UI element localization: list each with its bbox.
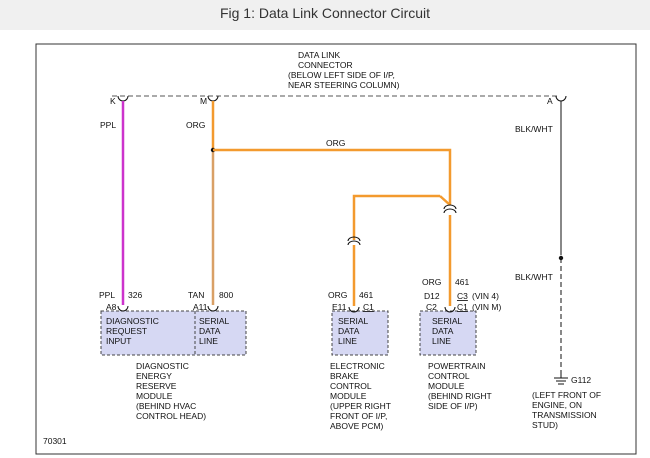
- m3-desc-5: SIDE OF I/P): [428, 401, 478, 411]
- m3-terminal-2: DATA: [432, 326, 454, 336]
- m3-connector-bottom-note: (VIN M): [472, 302, 501, 312]
- derm-module-box: [100, 310, 247, 356]
- m1-terminal-1: DIAGNOSTIC: [106, 316, 159, 326]
- figure-caption: Fig 1: Data Link Connector Circuit: [219, 5, 431, 21]
- org-top-label: ORG: [186, 120, 205, 130]
- m2-desc-5: (UPPER RIGHT: [330, 401, 391, 411]
- ground-desc-3: TRANSMISSION: [532, 410, 597, 420]
- m2-terminal-2: DATA: [338, 326, 360, 336]
- ground-label: G112: [571, 375, 591, 385]
- connector-title-1: DATA LINK: [298, 50, 341, 60]
- m2-desc-3: CONTROL: [330, 381, 372, 391]
- m3-desc-4: (BEHIND RIGHT: [428, 391, 492, 401]
- m1-circuit-label: 326: [128, 290, 142, 300]
- m1b-terminal-2: DATA: [199, 326, 221, 336]
- m2-desc-7: ABOVE PCM): [330, 421, 384, 431]
- connector-title-2: CONNECTOR: [298, 60, 353, 70]
- ground-desc-4: STUD): [532, 420, 558, 430]
- ppl-top-label: PPL: [100, 120, 116, 130]
- blk-wht-bottom-label: BLK/WHT: [515, 272, 553, 282]
- pin-m-label: M: [200, 96, 207, 106]
- inline-connector-pcm: [443, 204, 457, 214]
- ground-desc-1: (LEFT FRONT OF: [532, 390, 601, 400]
- m3-connector-top: C3: [457, 291, 468, 301]
- m1-desc-1: DIAGNOSTIC: [136, 361, 189, 371]
- m3-terminal-1: SERIAL: [432, 316, 463, 326]
- pin-m-terminal: [207, 95, 219, 102]
- org-ebcm-wire: [352, 194, 440, 240]
- m3-connector-top-note: (VIN 4): [472, 291, 499, 301]
- ground-splice-dot: [558, 255, 564, 261]
- m2-desc-1: ELECTRONIC: [330, 361, 385, 371]
- m3-circuit-label: 461: [455, 277, 469, 287]
- ground-symbol: [554, 370, 568, 385]
- m1-color-label: PPL: [99, 290, 115, 300]
- org-mid-label: ORG: [326, 138, 345, 148]
- inline-connector-ebcm: [347, 236, 361, 246]
- m2-desc-2: BRAKE: [330, 371, 359, 381]
- a11-terminal: [207, 305, 219, 312]
- m3-desc-1: POWERTRAIN: [428, 361, 485, 371]
- blk-wht-top-label: BLK/WHT: [515, 124, 553, 134]
- pin-k-label: K: [110, 96, 116, 106]
- m3-color-label: ORG: [422, 277, 441, 287]
- m2-color-label: ORG: [328, 290, 347, 300]
- m3-pin-bottom: C2: [426, 302, 437, 312]
- e11-terminal: [348, 306, 360, 313]
- m2-desc-4: MODULE: [330, 391, 367, 401]
- m1b-pin-label: A11: [193, 302, 208, 312]
- m1-terminal-3: INPUT: [106, 336, 132, 346]
- pcm-module-box: [419, 310, 477, 356]
- m1-desc-2: ENERGY: [136, 371, 172, 381]
- m1b-color-label: TAN: [188, 290, 204, 300]
- pin-k-terminal: [117, 95, 129, 102]
- a8-terminal: [117, 305, 129, 312]
- diagram-frame: [35, 43, 637, 455]
- m1-pin-label: A8: [106, 302, 117, 312]
- connector-title-3: (BELOW LEFT SIDE OF I/P,: [288, 70, 395, 80]
- m1-desc-4: MODULE: [136, 391, 173, 401]
- c2-terminal: [444, 306, 456, 313]
- ebcm-module-box: [331, 310, 389, 356]
- m3-desc-3: MODULE: [428, 381, 465, 391]
- m3-terminal-3: LINE: [432, 336, 451, 346]
- figure-id: 70301: [43, 436, 67, 446]
- m2-circuit-label: 461: [359, 290, 373, 300]
- m1b-terminal-3: LINE: [199, 336, 218, 346]
- m1-desc-5: (BEHIND HVAC: [136, 401, 196, 411]
- pin-a-label: A: [547, 96, 553, 106]
- connector-title-4: NEAR STEERING COLUMN): [288, 80, 400, 90]
- m1-terminal-2: REQUEST: [106, 326, 147, 336]
- pin-a-terminal: [555, 95, 567, 102]
- m3-connector-bottom: C1: [457, 302, 468, 312]
- m1b-terminal-1: SERIAL: [199, 316, 230, 326]
- m2-terminal-3: LINE: [338, 336, 357, 346]
- caption-bar: [0, 0, 650, 30]
- org-branch-wire: [213, 148, 452, 205]
- m2-connector-label: C1: [363, 302, 374, 312]
- ground-desc-2: ENGINE, ON: [532, 400, 582, 410]
- m1-desc-3: RESERVE: [136, 381, 177, 391]
- m2-desc-6: FRONT OF I/P,: [330, 411, 387, 421]
- m3-pin-top: D12: [424, 291, 440, 301]
- m2-terminal-1: SERIAL: [338, 316, 369, 326]
- m1b-circuit-label: 800: [219, 290, 233, 300]
- m2-pin-label: E11: [332, 302, 347, 312]
- m3-desc-2: CONTROL: [428, 371, 470, 381]
- m1-desc-6: CONTROL HEAD): [136, 411, 206, 421]
- org-join-wire: [439, 195, 451, 206]
